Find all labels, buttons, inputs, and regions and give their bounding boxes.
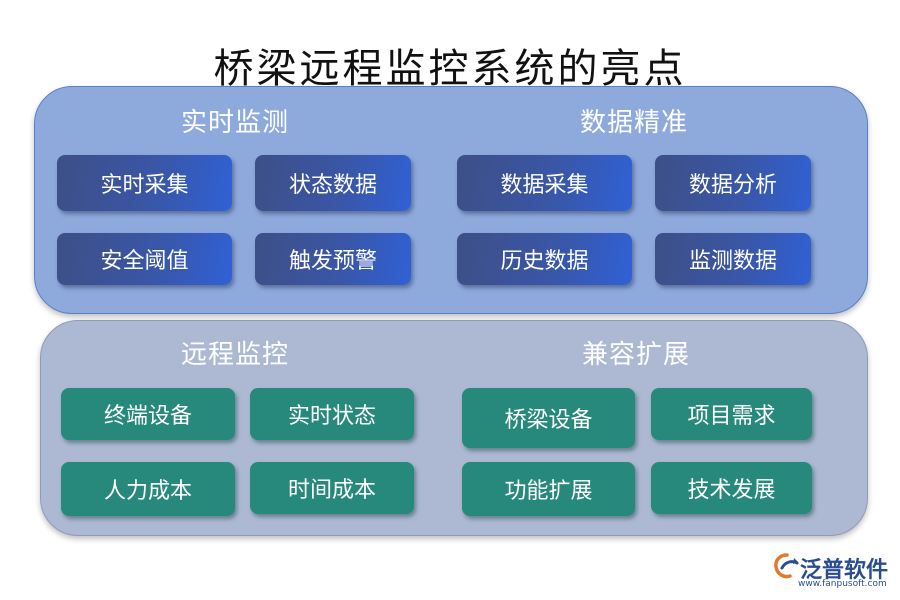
- box-status-data: 状态数据: [255, 155, 411, 211]
- box-tech-develop: 技术发展: [651, 462, 812, 514]
- fanpu-logo-icon: [774, 553, 799, 579]
- box-data-collect: 数据采集: [457, 155, 632, 211]
- logo-name: 泛普软件: [800, 558, 889, 583]
- box-terminal-device: 终端设备: [61, 388, 235, 440]
- brand-logo: 泛普软件 www.fanpusoft.com: [772, 550, 892, 592]
- logo-url: www.fanpusoft.com: [798, 579, 887, 589]
- section-title-precision: 数据精准: [580, 108, 689, 138]
- box-project-needs: 项目需求: [651, 388, 812, 440]
- box-realtime-collect: 实时采集: [57, 155, 232, 211]
- diagram-title: 桥梁远程监控系统的亮点: [213, 46, 687, 92]
- box-time-cost: 时间成本: [250, 462, 414, 514]
- box-labor-cost: 人力成本: [61, 462, 235, 516]
- box-history-data: 历史数据: [457, 233, 632, 285]
- box-feature-extend: 功能扩展: [462, 462, 635, 516]
- box-trigger-alert: 触发预警: [255, 233, 411, 285]
- box-safety-threshold: 安全阈值: [57, 233, 232, 285]
- box-bridge-device: 桥梁设备: [462, 388, 635, 448]
- box-data-analysis: 数据分析: [655, 155, 811, 211]
- box-monitor-data: 监测数据: [655, 233, 811, 285]
- box-realtime-status: 实时状态: [250, 388, 414, 440]
- section-title-realtime: 实时监测: [181, 108, 290, 138]
- section-title-compat: 兼容扩展: [582, 340, 691, 370]
- section-title-remote: 远程监控: [181, 340, 290, 370]
